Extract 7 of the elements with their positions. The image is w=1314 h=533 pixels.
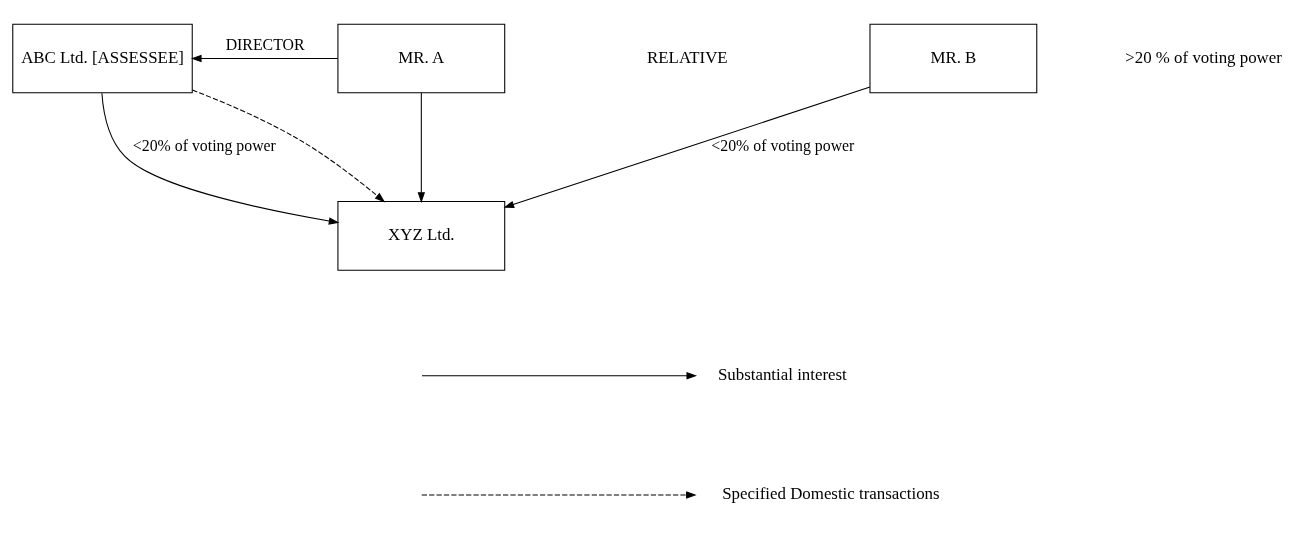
edge-label: <20% of voting power [711,136,855,154]
edge-label: DIRECTOR [225,36,305,54]
edge-label: <20% of voting power [132,136,276,154]
legend-label: Specified Domestic transactions [722,484,940,504]
label: >20 % of voting power [1125,47,1282,67]
label: RELATIVE [647,47,728,67]
legend-label: Substantial interest [717,364,847,384]
